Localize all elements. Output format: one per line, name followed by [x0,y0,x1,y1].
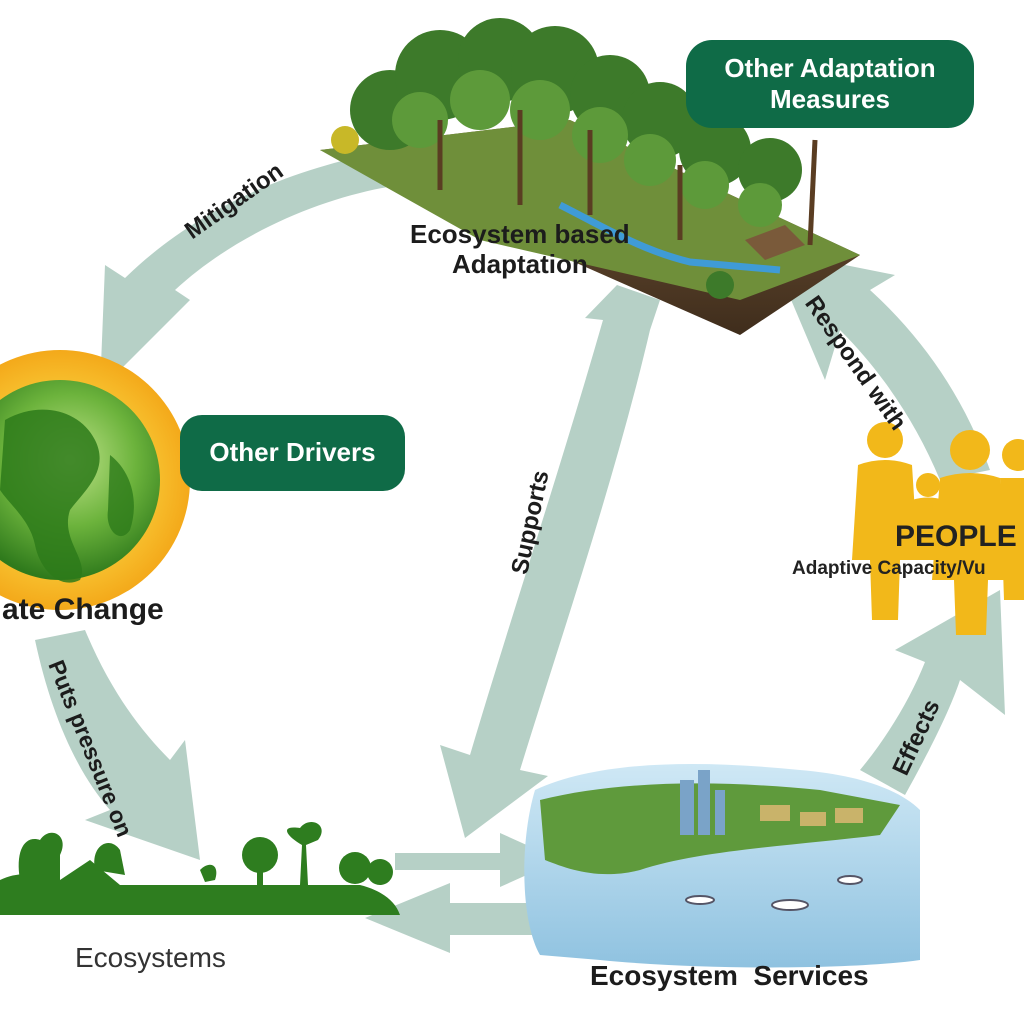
climate-change-label: ate Change [2,593,164,626]
forest-illustration [320,18,860,335]
eba-line2: Adaptation [451,248,588,279]
ecosystems-to-services-arrow [395,833,560,887]
other-drivers-label: Other Drivers [209,437,376,468]
ecosystem-services-illustration [524,764,920,968]
ecosystems-illustration [0,821,400,915]
respond-with-arrow [770,250,990,480]
puts-pressure-arrow [35,630,200,860]
supports-arrow [440,285,660,838]
globe-illustration [0,350,190,610]
effects-arrow [860,590,1005,795]
eba-label: Ecosystem based Adaptation [410,219,630,280]
other-adaptation-line2: Measures [770,84,890,114]
other-adaptation-measures-box: Other Adaptation Measures [686,40,974,128]
ecosystem-services-label: Ecosystem Services [590,960,869,991]
people-silhouettes [852,422,1024,635]
eba-line1: Ecosystem based [410,219,630,249]
ecosystems-label: Ecosystems [75,942,226,973]
adaptive-capacity-label: Adaptive Capacity/Vu [792,558,986,579]
other-drivers-box: Other Drivers [180,415,405,491]
services-to-ecosystems-arrow [365,883,555,953]
other-adaptation-line1: Other Adaptation [724,52,936,83]
people-label: PEOPLE [895,520,1017,553]
